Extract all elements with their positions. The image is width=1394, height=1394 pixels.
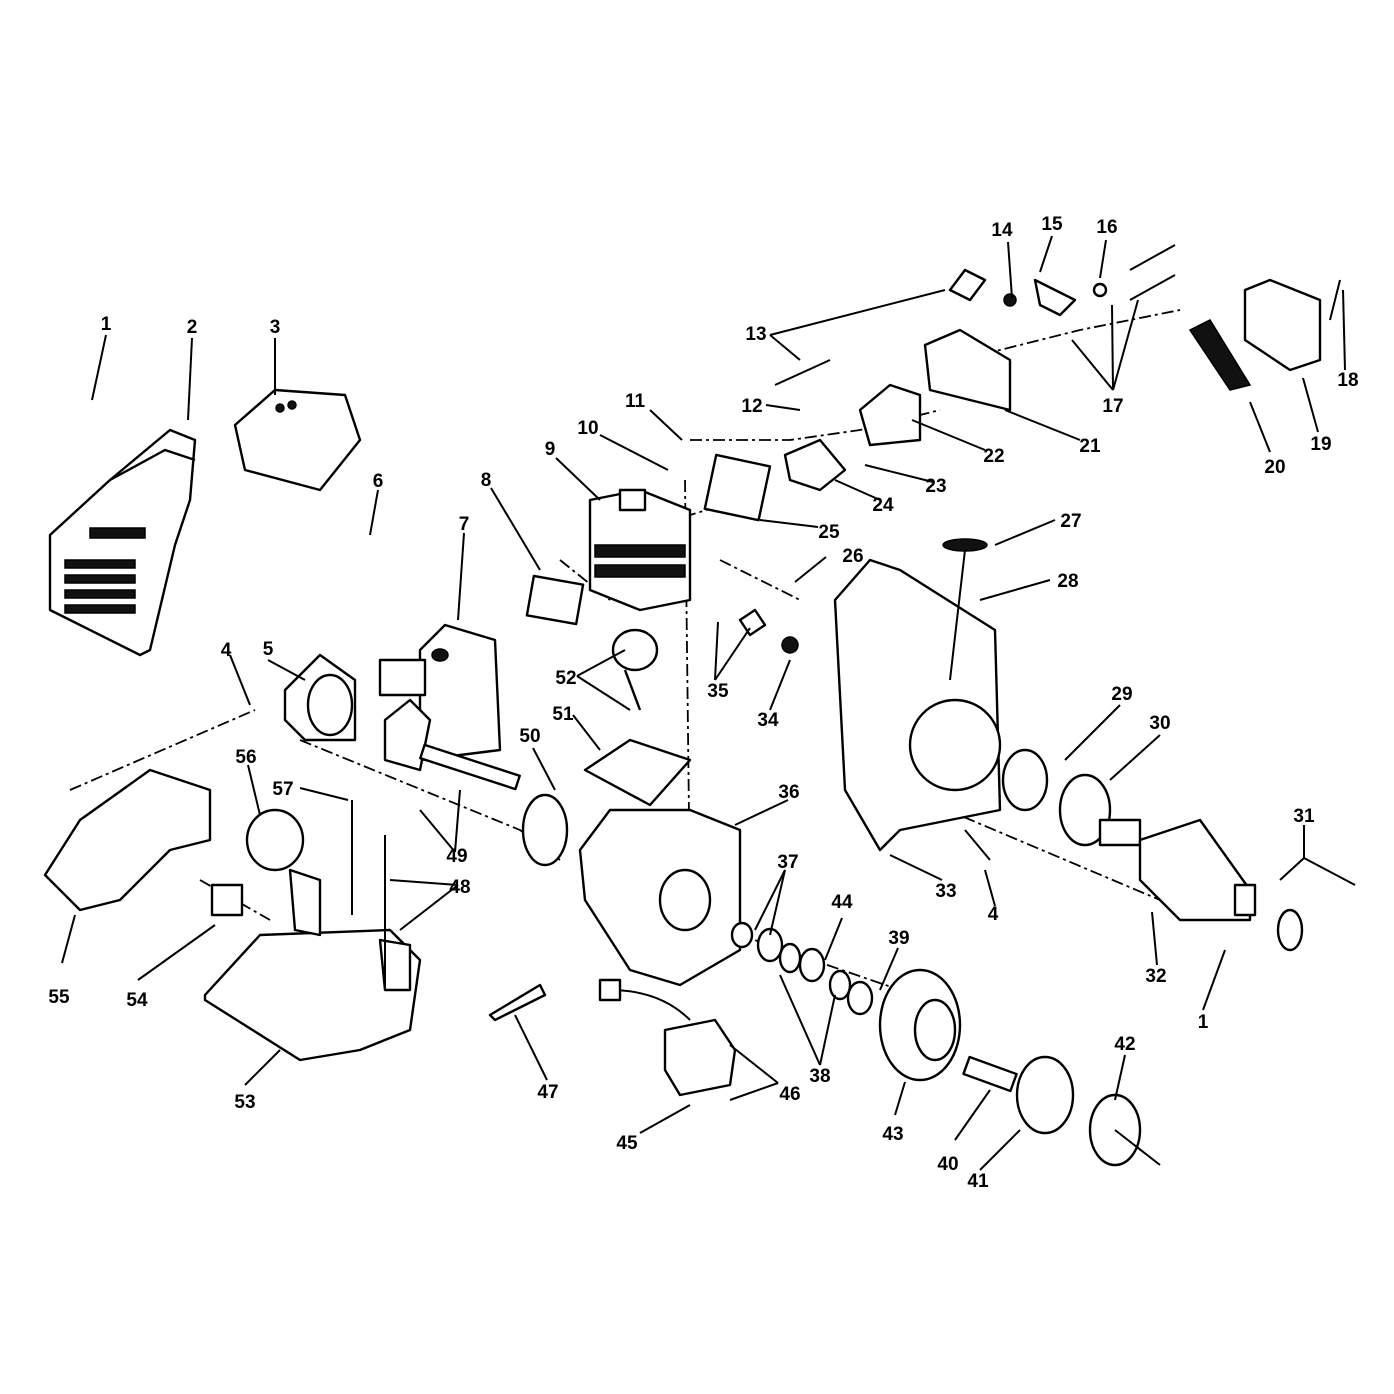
callout-12: 12 — [741, 396, 762, 417]
callout-labels: 1 2 3 4 5 6 7 8 9 10 11 12 13 14 15 16 1… — [48, 214, 1358, 1192]
callout-44: 44 — [831, 892, 853, 913]
part-43-flywheel — [878, 968, 962, 1082]
callout-32: 32 — [1145, 966, 1166, 987]
part-2-shroud — [48, 428, 197, 657]
part-29-pulley — [1001, 748, 1049, 812]
part-47-clip — [488, 983, 547, 1022]
part-45-46-ignition-coil — [598, 978, 737, 1097]
part-40-shaft — [962, 1055, 1018, 1093]
callout-3: 3 — [270, 317, 281, 338]
callout-25: 25 — [818, 522, 840, 543]
callout-10: 10 — [577, 418, 598, 439]
callout-38: 38 — [809, 1066, 830, 1087]
callout-16: 16 — [1096, 217, 1117, 238]
part-9-cylinder — [588, 488, 692, 612]
part-25-gasket — [703, 453, 772, 522]
callout-39: 39 — [888, 928, 909, 949]
part-27-28-starter-housing — [833, 538, 1002, 852]
callout-31: 31 — [1293, 806, 1315, 827]
callout-34: 34 — [757, 710, 779, 731]
part-21-filter-base — [923, 328, 1012, 412]
part-56-fuel-cap — [245, 808, 322, 937]
callout-41: 41 — [967, 1171, 989, 1192]
part-7-muffler — [378, 623, 502, 762]
callout-40: 40 — [937, 1154, 958, 1175]
callout-21: 21 — [1079, 436, 1101, 457]
callout-37: 37 — [777, 852, 798, 873]
callout-52: 52 — [555, 668, 576, 689]
callout-28: 28 — [1057, 571, 1078, 592]
callout-57: 57 — [272, 779, 293, 800]
callout-49: 49 — [446, 846, 467, 867]
callout-20: 20 — [1264, 457, 1285, 478]
callout-8: 8 — [481, 470, 492, 491]
part-49-shaft — [383, 698, 521, 791]
part-30-clutch-drum — [1058, 773, 1142, 847]
leader-lines — [61, 235, 1356, 1171]
callout-50: 50 — [519, 726, 540, 747]
callout-18: 18 — [1337, 370, 1358, 391]
callout-33: 33 — [935, 881, 956, 902]
callout-7: 7 — [459, 514, 470, 535]
part-50-gasket — [521, 793, 569, 867]
callout-29: 29 — [1111, 684, 1132, 705]
callout-27: 27 — [1060, 511, 1081, 532]
callout-11: 11 — [625, 391, 646, 412]
callout-23: 23 — [925, 476, 946, 497]
part-31-gear-housing — [1138, 818, 1304, 952]
callout-15: 15 — [1041, 214, 1063, 235]
callout-1: 1 — [101, 314, 112, 335]
callout-45: 45 — [616, 1133, 638, 1154]
callout-43: 43 — [882, 1124, 903, 1145]
part-54-grommet — [210, 883, 244, 917]
callout-46: 46 — [779, 1084, 800, 1105]
callout-36: 36 — [778, 782, 799, 803]
part-22-carburetor — [783, 383, 922, 492]
callout-54: 54 — [126, 990, 148, 1011]
part-53-fuel-tank — [203, 928, 422, 1062]
callout-53: 53 — [234, 1092, 255, 1113]
part-8-gasket — [525, 574, 585, 626]
callout-56: 56 — [235, 747, 256, 768]
part-5-housing — [283, 653, 357, 742]
callout-1-repeat: 1 — [1198, 1012, 1209, 1033]
callout-42: 42 — [1114, 1034, 1135, 1055]
callout-13: 13 — [745, 324, 766, 345]
part-41-pulley — [1015, 1055, 1075, 1135]
callout-30: 30 — [1149, 713, 1170, 734]
part-52-piston — [611, 628, 659, 711]
part-19-filter-cover — [1188, 278, 1322, 391]
callout-51: 51 — [552, 704, 574, 725]
part-51-gasket — [583, 738, 692, 807]
parts-37-44-bearings — [730, 921, 874, 1016]
parts-13-18-fasteners — [774, 244, 1341, 386]
callout-9: 9 — [545, 439, 556, 460]
callout-22: 22 — [983, 446, 1004, 467]
part-36-crankcase — [578, 808, 742, 987]
callout-55: 55 — [48, 987, 70, 1008]
callout-5: 5 — [263, 639, 274, 660]
part-55-bracket — [43, 768, 212, 912]
callout-14: 14 — [991, 220, 1013, 241]
callout-35: 35 — [707, 681, 729, 702]
callout-26: 26 — [842, 546, 863, 567]
callout-6: 6 — [373, 471, 384, 492]
parts-33-35-small — [738, 608, 991, 861]
callout-4: 4 — [221, 640, 232, 661]
callout-47: 47 — [537, 1082, 558, 1103]
part-3-cover — [233, 388, 362, 492]
callout-2: 2 — [187, 317, 198, 338]
callout-17: 17 — [1102, 396, 1123, 417]
callout-24: 24 — [872, 495, 894, 516]
callout-4-repeat: 4 — [988, 904, 999, 925]
callout-19: 19 — [1310, 434, 1331, 455]
callout-48: 48 — [449, 877, 470, 898]
